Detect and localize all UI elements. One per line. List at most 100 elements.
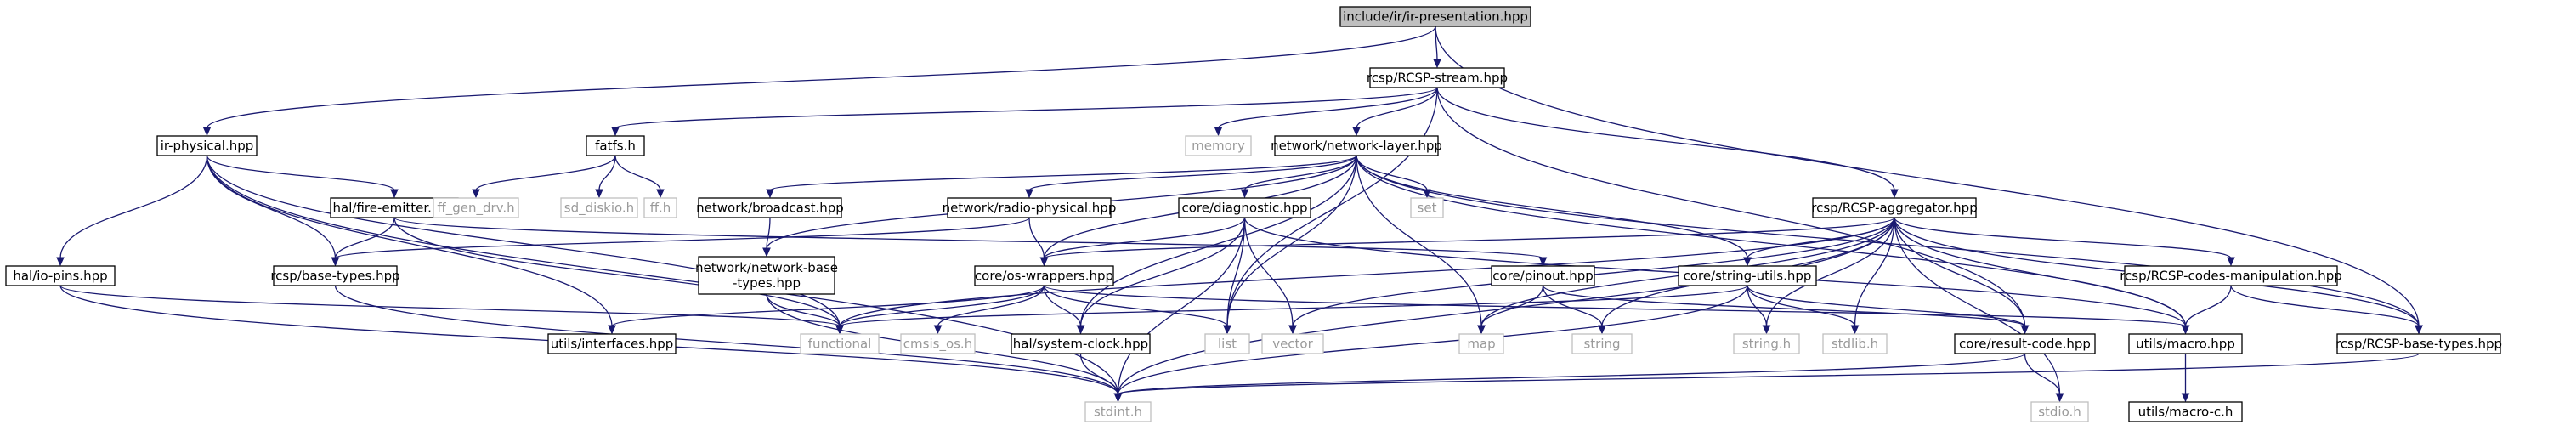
node-box	[1369, 67, 1505, 88]
edge-arrowhead	[472, 189, 480, 199]
edge-netlayer-to-diag	[1243, 155, 1357, 191]
node-label: functional	[808, 337, 872, 352]
edge-arrowhead	[2415, 325, 2423, 335]
node-box	[698, 256, 835, 295]
node-box	[1571, 333, 1633, 354]
edge-root-to-irphys	[206, 26, 1436, 129]
node-box	[1410, 197, 1444, 218]
node-nbt[interactable]: network/network-base-types.hpp	[695, 256, 838, 295]
node-codes[interactable]: rcsp/RCSP-codes-manipulation.hpp	[2120, 265, 2342, 286]
node-ffgen: ff_gen_drv.h	[433, 197, 519, 218]
node-stdlib: stdlib.h	[1822, 333, 1888, 354]
node-label: network/radio-physical.hpp	[943, 201, 1117, 216]
node-box	[800, 333, 880, 354]
edge-arrowhead	[656, 189, 665, 199]
edge-arrowhead	[2181, 325, 2190, 335]
edge-rbt-to-stdint	[1117, 353, 2420, 395]
edge-netlayer-to-map	[1356, 155, 1482, 327]
node-radio[interactable]: network/radio-physical.hpp	[943, 197, 1117, 218]
node-label: rcsp/RCSP-aggregator.hpp	[1811, 201, 1977, 216]
node-string: string	[1571, 333, 1633, 354]
node-pinout[interactable]: core/pinout.hpp	[1491, 265, 1595, 286]
node-macroc[interactable]: utils/macro-c.h	[2128, 401, 2243, 422]
edge-oswrap-to-cmsis	[937, 285, 1045, 327]
edge-irphys-to-fire	[206, 155, 395, 191]
edge-arrowhead	[835, 325, 844, 335]
edge-fire-to-basetypes	[334, 217, 395, 259]
edge-irphys-to-functional	[206, 155, 841, 327]
edge-arrowhead	[1288, 325, 1297, 335]
edge-arrowhead	[331, 257, 340, 267]
edge-arrowhead	[56, 257, 65, 267]
node-box	[2336, 333, 2501, 354]
node-label: ff_gen_drv.h	[437, 201, 514, 217]
edge-pinout-to-map	[1480, 285, 1544, 327]
edge-result-to-stdio	[2024, 353, 2061, 395]
node-box	[1185, 135, 1252, 156]
node-vector: vector	[1261, 333, 1324, 354]
edge-arrowhead	[390, 189, 399, 199]
node-stream[interactable]: rcsp/RCSP-stream.hpp	[1367, 67, 1508, 88]
edge-arrowhead	[2055, 393, 2064, 403]
edge-arrowhead	[1477, 325, 1486, 335]
edge-basetypes-to-stdint	[334, 285, 1119, 395]
edge-netlayer-to-sysclock	[1079, 155, 1357, 327]
node-basetypes[interactable]: rcsp/base-types.hpp	[270, 265, 400, 286]
node-label: stdio.h	[2038, 405, 2081, 420]
node-label: stdlib.h	[1832, 337, 1878, 352]
node-stdio: stdio.h	[2030, 401, 2089, 422]
node-label: utils/macro.hpp	[2136, 337, 2235, 352]
edge-arrowhead	[766, 189, 774, 199]
node-box	[947, 197, 1112, 218]
node-label: hal/fire-emitter.hpp	[333, 201, 456, 216]
edge-fatfs-to-sddisk	[598, 155, 616, 191]
node-rbt[interactable]: rcsp/RCSP-base-types.hpp	[2335, 333, 2502, 354]
edge-irphys-to-interfaces	[206, 155, 613, 327]
node-box	[643, 197, 677, 218]
node-label: network/broadcast.hpp	[696, 201, 844, 216]
node-box	[1954, 333, 2096, 354]
node-diag[interactable]: core/diagnostic.hpp	[1178, 197, 1311, 218]
node-aggr[interactable]: rcsp/RCSP-aggregator.hpp	[1811, 197, 1978, 218]
node-label: string.h	[1742, 337, 1791, 352]
edge-aggr-to-macro	[1894, 217, 2187, 327]
edge-arrowhead	[1433, 59, 1441, 69]
node-box	[1822, 333, 1888, 354]
node-box	[5, 265, 116, 286]
edge-pinout-to-string	[1542, 285, 1603, 327]
node-sysclock[interactable]: hal/system-clock.hpp	[1011, 333, 1151, 354]
edge-arrowhead	[1850, 325, 1860, 335]
edge-arrowhead	[1890, 189, 1899, 199]
node-result[interactable]: core/result-code.hpp	[1954, 333, 2096, 354]
node-iopins[interactable]: hal/io-pins.hpp	[5, 265, 116, 286]
edge-arrowhead	[595, 189, 603, 199]
node-box	[698, 197, 842, 218]
node-macro[interactable]: utils/macro.hpp	[2128, 333, 2243, 354]
node-oswrap[interactable]: core/os-wrappers.hpp	[974, 265, 1114, 286]
edge-oswrap-to-functional	[839, 285, 1045, 327]
node-box	[1178, 197, 1311, 218]
node-netlayer[interactable]: network/network-layer.hpp	[1271, 135, 1442, 156]
node-label: rcsp/RCSP-codes-manipulation.hpp	[2120, 269, 2342, 284]
node-label: sd_diskio.h	[564, 201, 634, 217]
node-list: list	[1204, 333, 1250, 354]
edge-codes-to-rbt	[2230, 285, 2420, 327]
node-strutils[interactable]: core/string-utils.hpp	[1678, 265, 1817, 286]
node-fire[interactable]: hal/fire-emitter.hpp	[330, 197, 459, 218]
edge-diag-to-sysclock	[1079, 217, 1246, 327]
node-ffh: ff.h	[643, 197, 677, 218]
node-broadcast[interactable]: network/broadcast.hpp	[696, 197, 844, 218]
node-fatfs[interactable]: fatfs.h	[586, 135, 645, 156]
node-sddisk: sd_diskio.h	[560, 197, 638, 218]
node-box	[156, 135, 258, 156]
node-interfaces[interactable]: utils/interfaces.hpp	[547, 333, 677, 354]
edge-aggr-to-result	[1894, 217, 2026, 327]
node-irphys[interactable]: ir-physical.hpp	[156, 135, 258, 156]
edge-diag-to-list	[1226, 217, 1246, 327]
node-box	[1084, 401, 1152, 422]
node-root[interactable]: include/ir/ir-presentation.hpp	[1339, 6, 1531, 27]
edge-stream-to-netlayer	[1356, 87, 1438, 129]
node-box	[2128, 401, 2243, 422]
node-map: map	[1458, 333, 1504, 354]
node-box	[1274, 135, 1439, 156]
